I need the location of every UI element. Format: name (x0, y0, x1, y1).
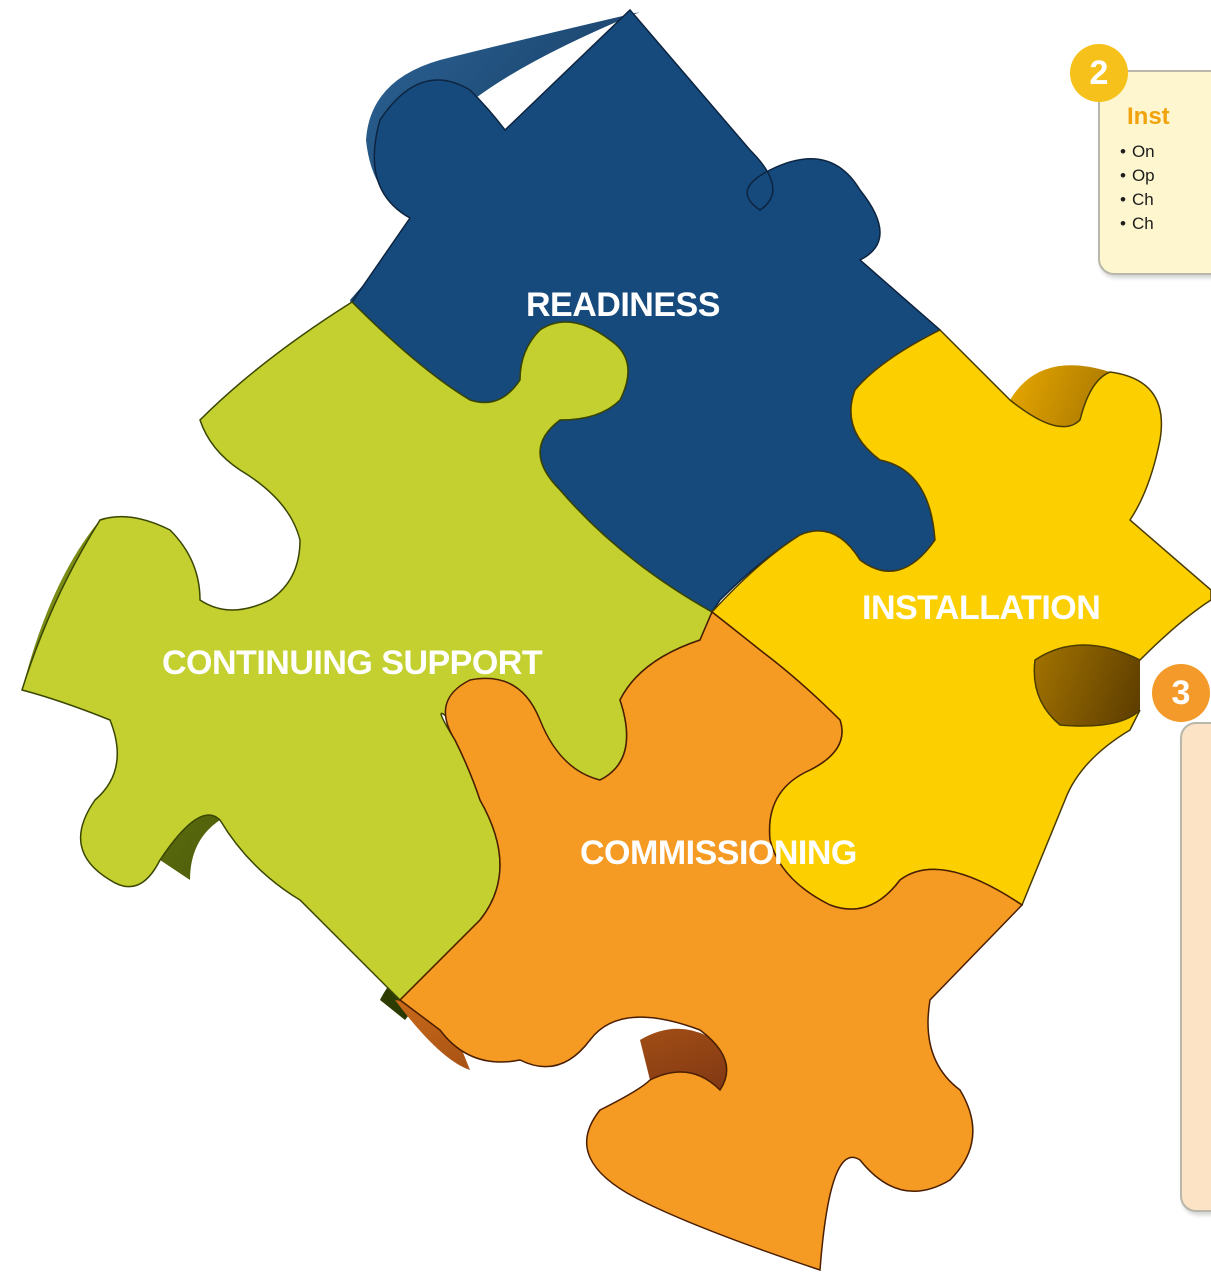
label-commissioning: COMMISSIONING (580, 834, 857, 872)
callout-installation-title: Inst (1127, 103, 1170, 130)
callout-commissioning (1180, 722, 1211, 1212)
list-item: On (1120, 140, 1155, 164)
shadow-installation (1010, 365, 1140, 726)
callout-installation-list: On Op Ch Ch (1120, 140, 1155, 236)
list-item: Ch (1120, 212, 1155, 236)
list-item: Ch (1120, 188, 1155, 212)
step-badge-2: 2 (1070, 44, 1128, 102)
label-continuing-support: CONTINUING SUPPORT (162, 644, 543, 682)
piece-continuing-support (21, 301, 713, 1002)
list-item: Op (1120, 164, 1155, 188)
label-readiness: READINESS (526, 286, 720, 324)
label-installation: INSTALLATION (862, 589, 1100, 627)
piece-commissioning (398, 610, 1024, 1272)
step-badge-3: 3 (1152, 664, 1210, 722)
